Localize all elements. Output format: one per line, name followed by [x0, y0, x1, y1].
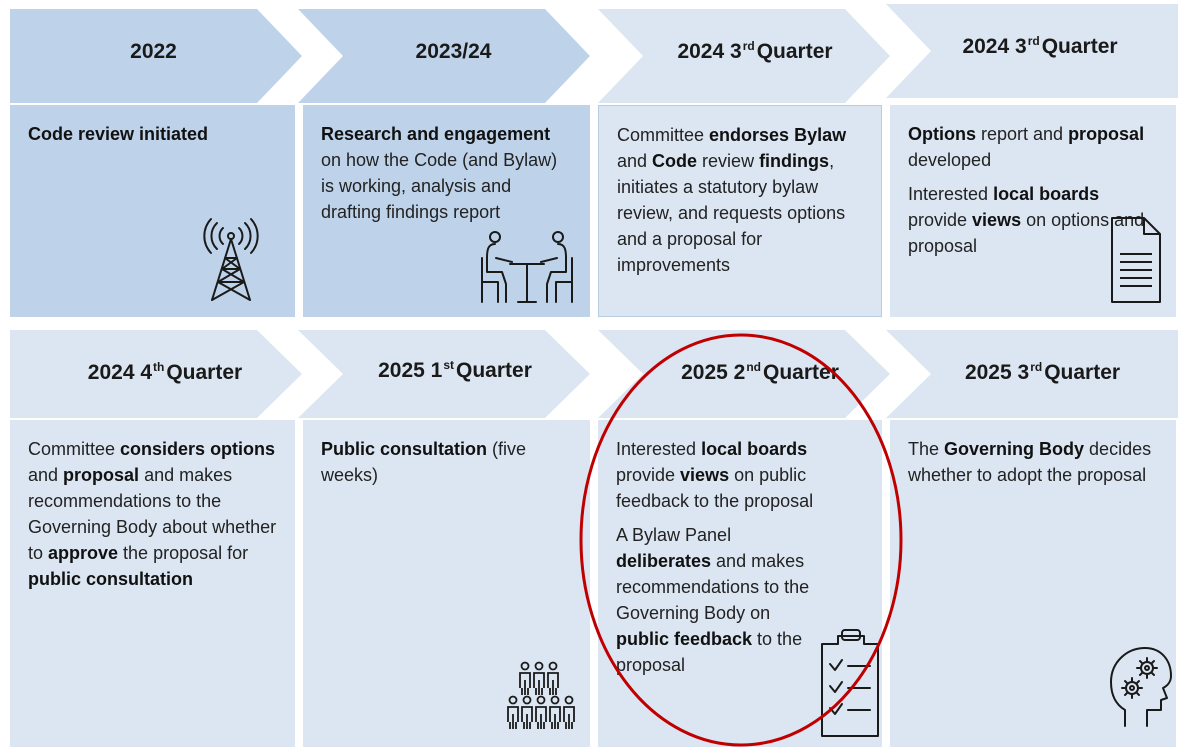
chevron-2023-24: 2023/24	[415, 39, 492, 63]
head-gears-icon	[1107, 646, 1173, 728]
chevron-shape	[298, 9, 590, 103]
chevron-shape	[598, 9, 890, 103]
chevron-shape	[298, 330, 590, 418]
box-paragraph: Research and engagement on how the Code …	[321, 124, 558, 222]
person-figure	[563, 695, 575, 729]
document-icon	[1110, 216, 1162, 304]
box-paragraph: Options report and proposal developed	[908, 124, 1145, 170]
box-paragraph: Committee considers options and proposal…	[28, 439, 277, 589]
person-figure	[549, 695, 561, 729]
clipboard-checklist-icon	[818, 628, 884, 738]
box-2024-q3-a: Committee endorses Bylaw and Code review…	[598, 105, 882, 317]
chevron-shape	[10, 9, 302, 103]
box-2024-q4: Committee considers options and proposal…	[10, 420, 295, 747]
box-paragraph: Code review initiated	[28, 124, 209, 144]
person-figure	[547, 661, 559, 695]
box-2022: Code review initiated	[10, 105, 295, 317]
box-2023-24: Research and engagement on how the Code …	[303, 105, 590, 317]
box-paragraph: The Governing Body decides whether to ad…	[908, 439, 1152, 485]
box-paragraph: A Bylaw Panel deliberates and makes reco…	[616, 525, 810, 675]
box-paragraph: Interested local boards provide views on…	[616, 439, 814, 511]
meeting-people-icon	[478, 228, 576, 306]
chevron-shape	[886, 330, 1178, 418]
chevron-shape	[10, 330, 302, 418]
person-figure	[533, 661, 545, 695]
person-figure	[521, 695, 533, 729]
box-paragraph: Committee endorses Bylaw and Code review…	[617, 125, 847, 275]
person-figure	[519, 661, 531, 695]
box-paragraph: Interested local boards provide views on…	[908, 184, 1145, 256]
person-figure	[535, 695, 547, 729]
person-figure	[507, 695, 519, 729]
people-crowd-icon	[505, 660, 585, 735]
box-paragraph: Public consultation (five weeks)	[321, 439, 527, 485]
chevron-2022: 2022	[130, 39, 177, 63]
radio-tower-icon	[196, 216, 266, 306]
box-2025-q3: The Governing Body decides whether to ad…	[890, 420, 1176, 747]
chevron-shape	[886, 4, 1178, 98]
